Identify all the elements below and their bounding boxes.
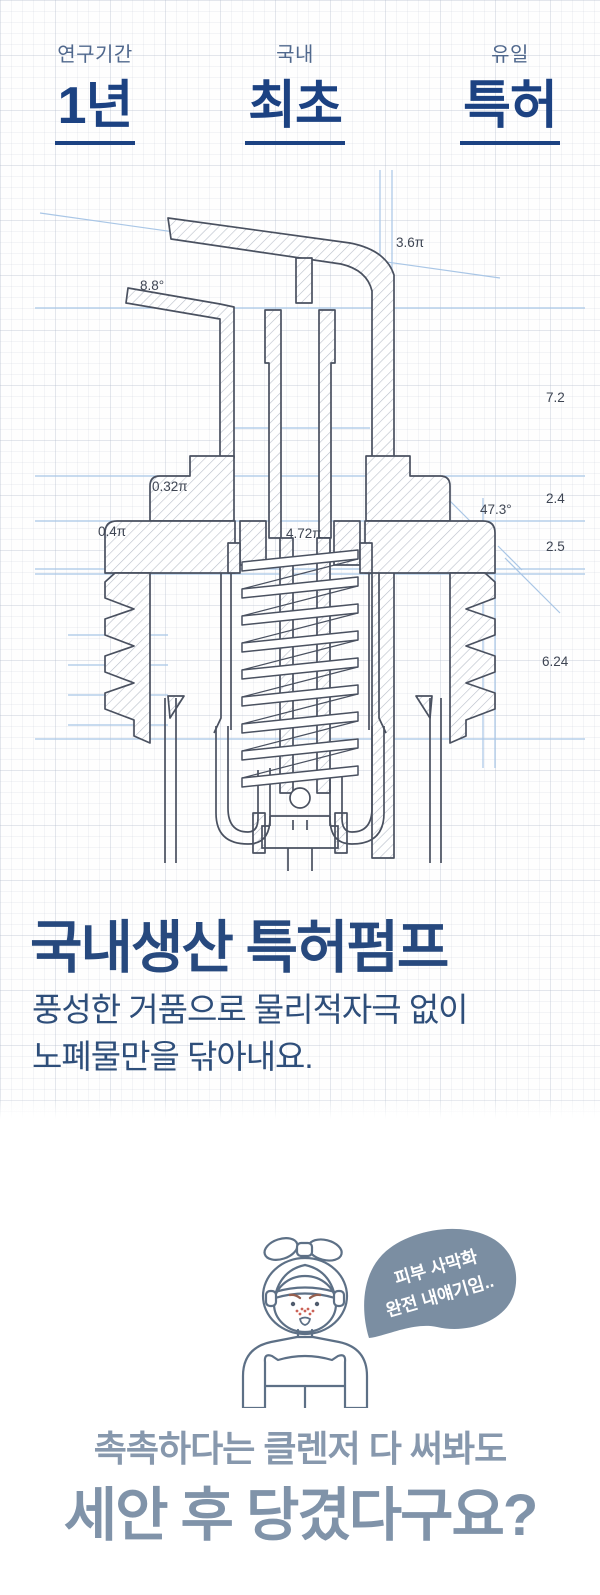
dim-label: 8.8° [140, 278, 165, 293]
stat-label: 국내 [276, 44, 314, 66]
dim-label: 2.4 [546, 491, 565, 506]
product-desc-line1: 풍성한 거품으로 물리적자극 없이 [32, 991, 469, 1028]
dim-label: 0.4π [98, 524, 127, 539]
graph-paper-background: 연구기간 1년 국내 최초 유일 특허 [0, 0, 600, 1123]
dim-label: 4.72π [286, 526, 322, 541]
bow-knot [295, 1241, 314, 1258]
eyebrow-left [288, 1293, 302, 1300]
question-line2: 세안 후 당겼다구요? [63, 1483, 539, 1548]
ear-left [264, 1289, 278, 1308]
speech-bubble [364, 1228, 517, 1338]
eye-right [314, 1301, 320, 1307]
dim-label: 0.32π [152, 479, 188, 494]
product-desc-line2: 노폐물만을 닦아내요. [32, 1038, 314, 1076]
dim-label: 6.24 [542, 654, 569, 669]
question-line1: 촉촉하다는 클렌저 다 써봐도 [93, 1428, 507, 1469]
character-illustration: 피부 사막화 완전 내얘기임.. [241, 1228, 517, 1410]
eyebrow-right [308, 1293, 322, 1300]
stat-label: 유일 [491, 44, 529, 66]
ear-right [332, 1289, 346, 1308]
product-description: 풍성한 거품으로 물리적자극 없이 노폐물만을 닦아내요. [32, 986, 469, 1080]
eye-left [290, 1301, 296, 1307]
stat-value-underlined: 최초 [245, 80, 345, 145]
testimonial-illustration: 피부 사막화 완전 내얘기임.. [185, 1208, 555, 1410]
freckles [295, 1307, 315, 1316]
dim-label: 7.2 [546, 390, 565, 405]
crossed-arms [263, 1354, 347, 1410]
mouth [298, 1316, 312, 1326]
stat-value-underlined: 1년 [54, 80, 136, 145]
pump-blueprint-drawing [35, 170, 585, 871]
stat-domestic-first: 국내 최초 [225, 38, 365, 145]
stat-research-period: 연구기간 1년 [25, 38, 165, 145]
dim-label: 3.6π [396, 235, 425, 250]
stat-value-underlined: 특허 [460, 80, 560, 145]
dim-label: 47.3° [480, 502, 512, 517]
pump-blueprint: 3.6π 8.8° 7.2 0.32π 2.4 47.3° 0.4π 4.72π… [0, 158, 600, 873]
headband [273, 1286, 337, 1294]
dim-label: 2.5 [546, 539, 565, 554]
stats-row: 연구기간 1년 국내 최초 유일 특허 [0, 38, 600, 158]
stat-only-patent: 유일 특허 [440, 38, 580, 145]
valve-ball [289, 787, 311, 809]
spring-coil [241, 549, 359, 788]
product-title: 국내생산 특허펌프 [30, 916, 449, 980]
stat-label: 연구기간 [57, 44, 133, 66]
